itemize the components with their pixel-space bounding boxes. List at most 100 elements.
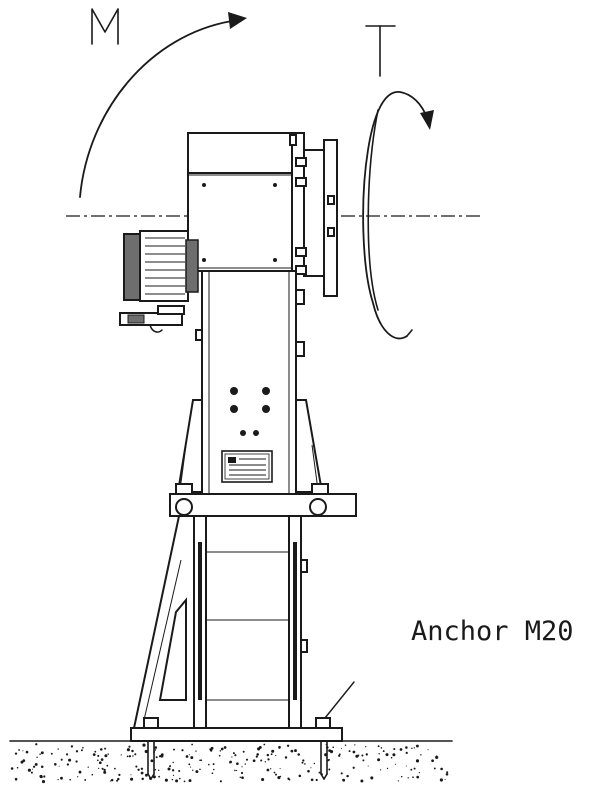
concrete-speckle (240, 771, 244, 775)
concrete-speckle (41, 780, 46, 784)
concrete-speckle (134, 753, 137, 756)
concrete-speckle (169, 765, 172, 768)
concrete-speckle (370, 776, 374, 780)
concrete-speckle (154, 768, 157, 771)
concrete-speckle (178, 769, 181, 773)
concrete-speckle (255, 755, 258, 758)
concrete-speckle (220, 747, 224, 751)
concrete-speckle (385, 753, 389, 757)
concrete-speckle (278, 747, 281, 749)
concrete-speckle (290, 749, 294, 753)
concrete-speckle (14, 752, 18, 755)
concrete-speckle (346, 774, 349, 778)
concrete-speckle (302, 759, 305, 762)
concrete-speckle (104, 747, 107, 750)
concrete-speckle (284, 756, 288, 759)
concrete-speckle (213, 768, 215, 771)
concrete-speckle (328, 768, 331, 771)
concrete-speckle (157, 769, 160, 772)
concrete-speckle (10, 767, 14, 770)
concrete-speckle (433, 767, 436, 770)
concrete-speckle (27, 768, 31, 772)
concrete-speckle (244, 763, 246, 765)
concrete-speckle (380, 769, 382, 771)
concrete-speckle (208, 763, 210, 766)
concrete-speckle (266, 753, 270, 757)
concrete-speckle (360, 779, 364, 783)
upper-gussets (176, 399, 324, 493)
concrete-speckle (270, 768, 272, 770)
concrete-speckle (35, 743, 38, 746)
nameplate (221, 450, 273, 483)
concrete-speckle (239, 776, 242, 779)
concrete-speckle (98, 761, 102, 765)
concrete-speckle (118, 773, 121, 777)
concrete-speckle (22, 750, 24, 752)
concrete-speckle (190, 756, 194, 760)
concrete-speckle (155, 756, 158, 759)
concrete-speckle (78, 770, 82, 774)
concrete-speckle (32, 768, 34, 770)
concrete-speckle (130, 777, 134, 781)
concrete-speckle (307, 769, 310, 773)
concrete-speckle (394, 763, 396, 765)
concrete-speckle (440, 767, 443, 771)
concrete-speckle (355, 754, 359, 758)
concrete-speckle (36, 756, 38, 758)
concrete-speckle (192, 769, 194, 771)
concrete-speckle (260, 759, 263, 762)
concrete-speckle (60, 776, 63, 780)
concrete-speckle (275, 773, 277, 776)
concrete-speckle (266, 768, 270, 772)
concrete-speckle (158, 775, 160, 778)
concrete-speckle (92, 753, 96, 756)
concrete-speckle (116, 779, 119, 782)
concrete-speckle (94, 750, 97, 753)
concrete-speckle (40, 751, 44, 755)
concrete-speckle (16, 766, 19, 769)
gearbox-side (289, 132, 325, 277)
concrete-speckle (178, 777, 181, 780)
concrete-speckle (149, 777, 152, 780)
concrete-speckle (352, 766, 355, 769)
concrete-speckle (97, 754, 100, 757)
concrete-speckle (287, 777, 290, 780)
concrete-speckle (107, 753, 109, 755)
concrete-speckle (199, 759, 201, 761)
concrete-speckle (140, 767, 144, 770)
concrete-speckle (110, 778, 114, 782)
concrete-speckle (199, 768, 201, 771)
concrete-speckle (137, 768, 140, 771)
concrete-speckle (386, 767, 389, 770)
concrete-speckle (154, 746, 158, 749)
concrete-speckle (167, 767, 171, 771)
concrete-speckle (264, 761, 266, 763)
moment-symbol-M (91, 8, 119, 45)
concrete-speckle (415, 744, 419, 748)
concrete-speckle (103, 768, 106, 772)
concrete-speckle (84, 778, 87, 781)
diagonal-brace (132, 515, 195, 729)
concrete-speckle (154, 749, 157, 751)
concrete-speckle (267, 758, 270, 761)
concrete-speckle (338, 754, 341, 757)
concrete-speckle (378, 753, 380, 755)
concrete-speckle (261, 777, 265, 782)
concrete-speckle (354, 744, 356, 746)
concrete-speckle (326, 746, 329, 749)
concrete-speckle (399, 748, 403, 751)
concrete-speckle (435, 755, 439, 759)
concrete-speckle (241, 766, 243, 768)
concrete-speckle (130, 774, 132, 776)
concrete-speckle (327, 759, 329, 762)
concrete-speckle (223, 746, 227, 749)
concrete-speckle (297, 753, 300, 756)
concrete-speckle (377, 745, 380, 748)
concrete-speckle (444, 778, 446, 781)
concrete-speckle (294, 749, 297, 753)
concrete-speckle (242, 750, 245, 753)
concrete-speckle (144, 773, 148, 777)
concrete-speckle (380, 747, 383, 749)
concrete-speckle (304, 763, 306, 765)
concrete-speckle (152, 775, 156, 779)
